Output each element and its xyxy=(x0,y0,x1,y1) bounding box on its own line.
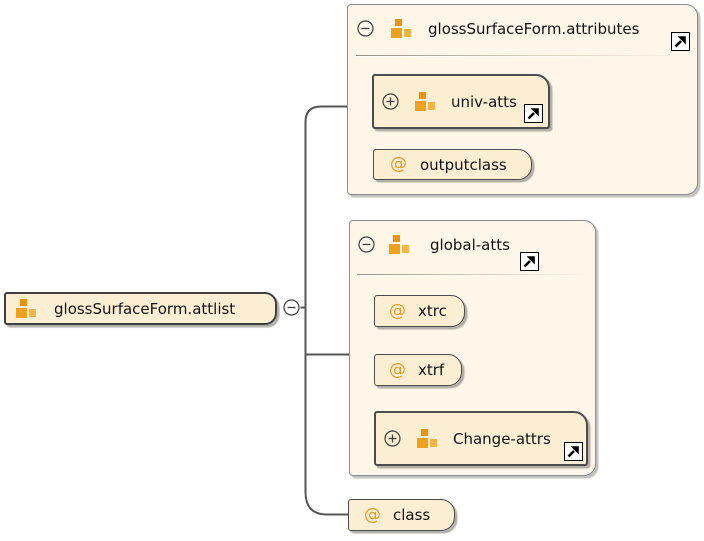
node-label: glossSurfaceForm.attlist xyxy=(54,299,236,318)
attribute-group-icon xyxy=(16,299,36,318)
node-attribute-xtrc[interactable]: @ xtrc xyxy=(374,295,465,327)
group-box-glosssurfaceform-attributes[interactable]: glossSurfaceForm.attributes univ-atts @ … xyxy=(347,4,698,195)
node-attribute-outputclass[interactable]: @ outputclass xyxy=(373,149,532,180)
attribute-label: class xyxy=(393,506,431,524)
group-header: global-atts xyxy=(350,221,595,268)
header-separator xyxy=(356,55,685,57)
attribute-group-icon xyxy=(391,19,411,38)
node-univ-atts[interactable]: univ-atts xyxy=(372,74,550,129)
node-label: univ-atts xyxy=(451,92,517,111)
go-to-definition-arrow-icon[interactable] xyxy=(671,32,690,51)
attribute-label: outputclass xyxy=(420,155,507,174)
expand-toggle-plus-icon[interactable] xyxy=(382,93,399,110)
attribute-group-icon xyxy=(389,235,409,254)
attribute-at-icon: @ xyxy=(390,154,407,174)
attribute-label: xtrc xyxy=(418,302,447,320)
header-separator xyxy=(357,274,586,276)
go-to-definition-arrow-icon[interactable] xyxy=(520,252,539,271)
expand-toggle-plus-icon[interactable] xyxy=(384,430,401,447)
attribute-at-icon: @ xyxy=(364,504,381,525)
collapse-toggle-root-minus-icon[interactable] xyxy=(283,299,300,316)
node-change-attrs[interactable]: Change-attrs xyxy=(374,411,588,466)
go-to-definition-arrow-icon[interactable] xyxy=(564,442,583,461)
attribute-group-icon xyxy=(415,92,435,111)
attribute-label: xtrf xyxy=(418,361,445,379)
node-label: Change-attrs xyxy=(453,429,551,448)
node-glosssurfaceform-attlist[interactable]: glossSurfaceForm.attlist xyxy=(4,292,277,325)
node-attribute-class[interactable]: @ class xyxy=(348,499,455,531)
go-to-definition-arrow-icon[interactable] xyxy=(524,104,543,123)
group-title: global-atts xyxy=(430,235,510,254)
collapse-toggle-minus-icon[interactable] xyxy=(358,236,375,253)
attribute-at-icon: @ xyxy=(389,359,406,380)
attribute-group-icon xyxy=(417,429,437,448)
group-title: glossSurfaceForm.attributes xyxy=(428,19,640,38)
group-box-global-atts[interactable]: global-atts @ xtrc @ xtrf Change-attrs xyxy=(349,220,596,476)
collapse-toggle-minus-icon[interactable] xyxy=(357,20,374,37)
node-attribute-xtrf[interactable]: @ xtrf xyxy=(374,354,462,386)
attribute-at-icon: @ xyxy=(389,300,406,321)
group-header: glossSurfaceForm.attributes xyxy=(348,5,697,52)
